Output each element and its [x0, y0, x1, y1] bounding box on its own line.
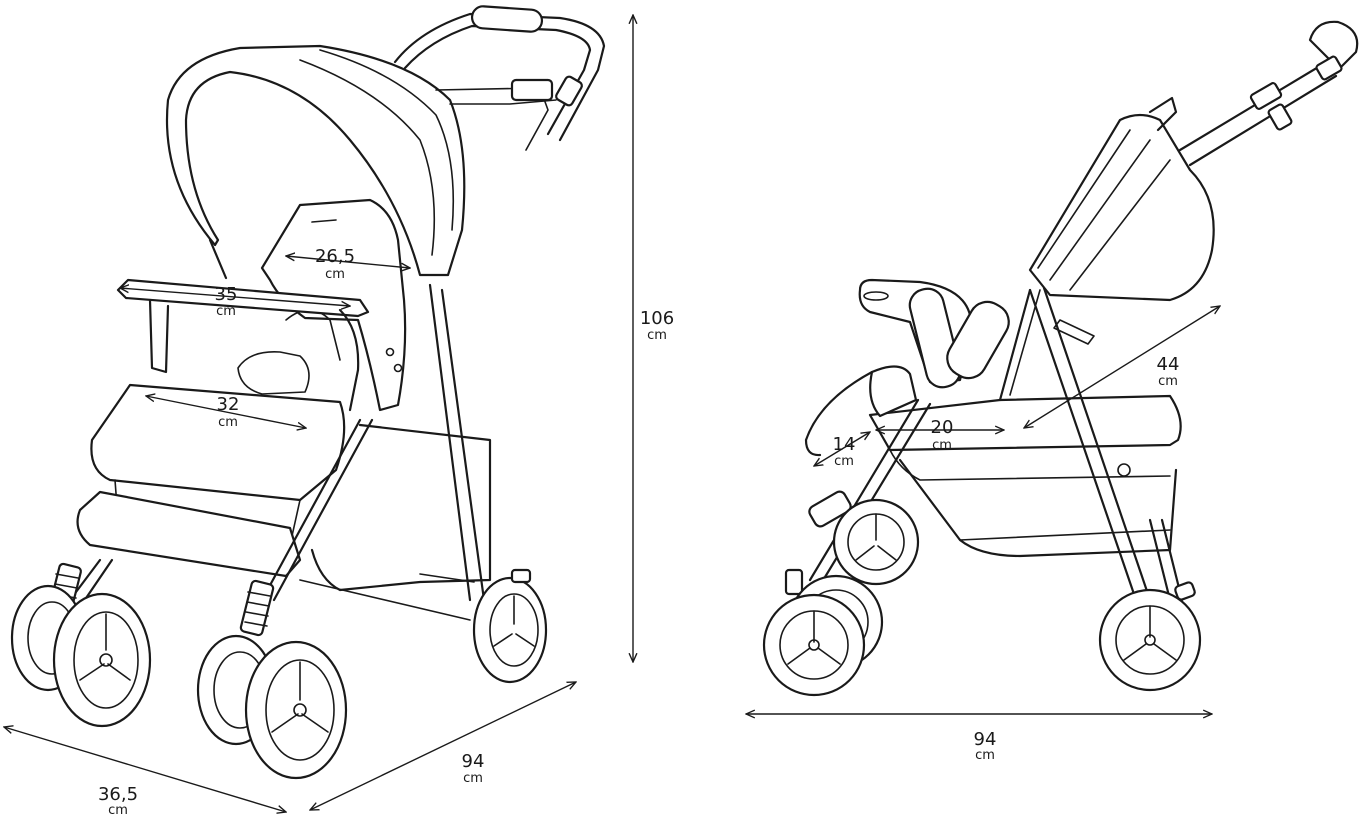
dimension-labels: 106 cm 36,5 cm 94 cm 94 cm 26,5 cm 35 cm… — [98, 246, 1179, 818]
svg-text:44: 44 — [1157, 354, 1180, 375]
svg-text:36,5: 36,5 — [98, 784, 138, 805]
backrest-dim-line — [1024, 306, 1220, 428]
svg-text:35: 35 — [215, 284, 238, 305]
canopy-width-dim-line — [286, 256, 410, 268]
depth-front-dim-line — [310, 682, 576, 810]
side-front-wheel — [762, 593, 866, 697]
svg-text:14: 14 — [833, 434, 856, 455]
side-rear-wheel — [1098, 588, 1202, 692]
stroller-front-view — [10, 5, 606, 780]
svg-text:cm: cm — [463, 771, 483, 786]
front-chassis — [68, 283, 492, 621]
side-leg-rest — [804, 365, 918, 457]
svg-text:cm: cm — [218, 415, 238, 430]
width-front-label: 36,5 cm — [98, 784, 138, 818]
seat-depth-label: 20 cm — [931, 417, 954, 453]
svg-text:20: 20 — [931, 417, 954, 438]
armrest-width-dim-line — [120, 288, 350, 306]
side-front-wheel-top — [832, 498, 920, 586]
svg-text:26,5: 26,5 — [315, 246, 355, 267]
footrest-dim-line — [814, 432, 870, 466]
svg-text:cm: cm — [975, 748, 995, 763]
svg-text:cm: cm — [325, 267, 345, 282]
side-handlebar — [1178, 20, 1359, 167]
svg-text:cm: cm — [216, 304, 236, 319]
svg-text:cm: cm — [834, 454, 854, 469]
svg-text:106: 106 — [640, 308, 674, 329]
canopy-width-label: 26,5 cm — [315, 246, 355, 282]
front-canopy — [165, 44, 557, 280]
side-armrest — [858, 278, 1010, 389]
side-canopy — [1028, 96, 1215, 345]
depth-front-label: 94 cm — [462, 751, 485, 786]
rear-right-wheel — [472, 568, 548, 684]
side-basket — [898, 458, 1178, 558]
svg-text:cm: cm — [932, 438, 952, 453]
svg-text:94: 94 — [462, 751, 485, 772]
height-total-label: 106 cm — [640, 308, 674, 343]
front-right-wheel — [244, 640, 348, 780]
dimension-lines — [4, 15, 1220, 812]
seat-width-dim-line — [146, 396, 306, 428]
stroller-side-view — [762, 20, 1359, 697]
length-side-label: 94 cm — [974, 729, 997, 763]
seat-width-label: 32 cm — [217, 394, 240, 430]
svg-text:94: 94 — [974, 729, 997, 750]
width-front-dim-line — [4, 727, 286, 812]
svg-text:cm: cm — [647, 328, 667, 343]
svg-text:32: 32 — [217, 394, 240, 415]
front-handlebar — [393, 5, 606, 142]
footrest-length-label: 14 cm — [833, 434, 856, 469]
front-footrest — [76, 490, 302, 578]
svg-text:cm: cm — [108, 803, 128, 818]
backrest-length-label: 44 cm — [1157, 354, 1180, 389]
armrest-width-label: 35 cm — [215, 284, 238, 319]
svg-text:cm: cm — [1158, 374, 1178, 389]
front-left-wheel — [52, 592, 152, 728]
